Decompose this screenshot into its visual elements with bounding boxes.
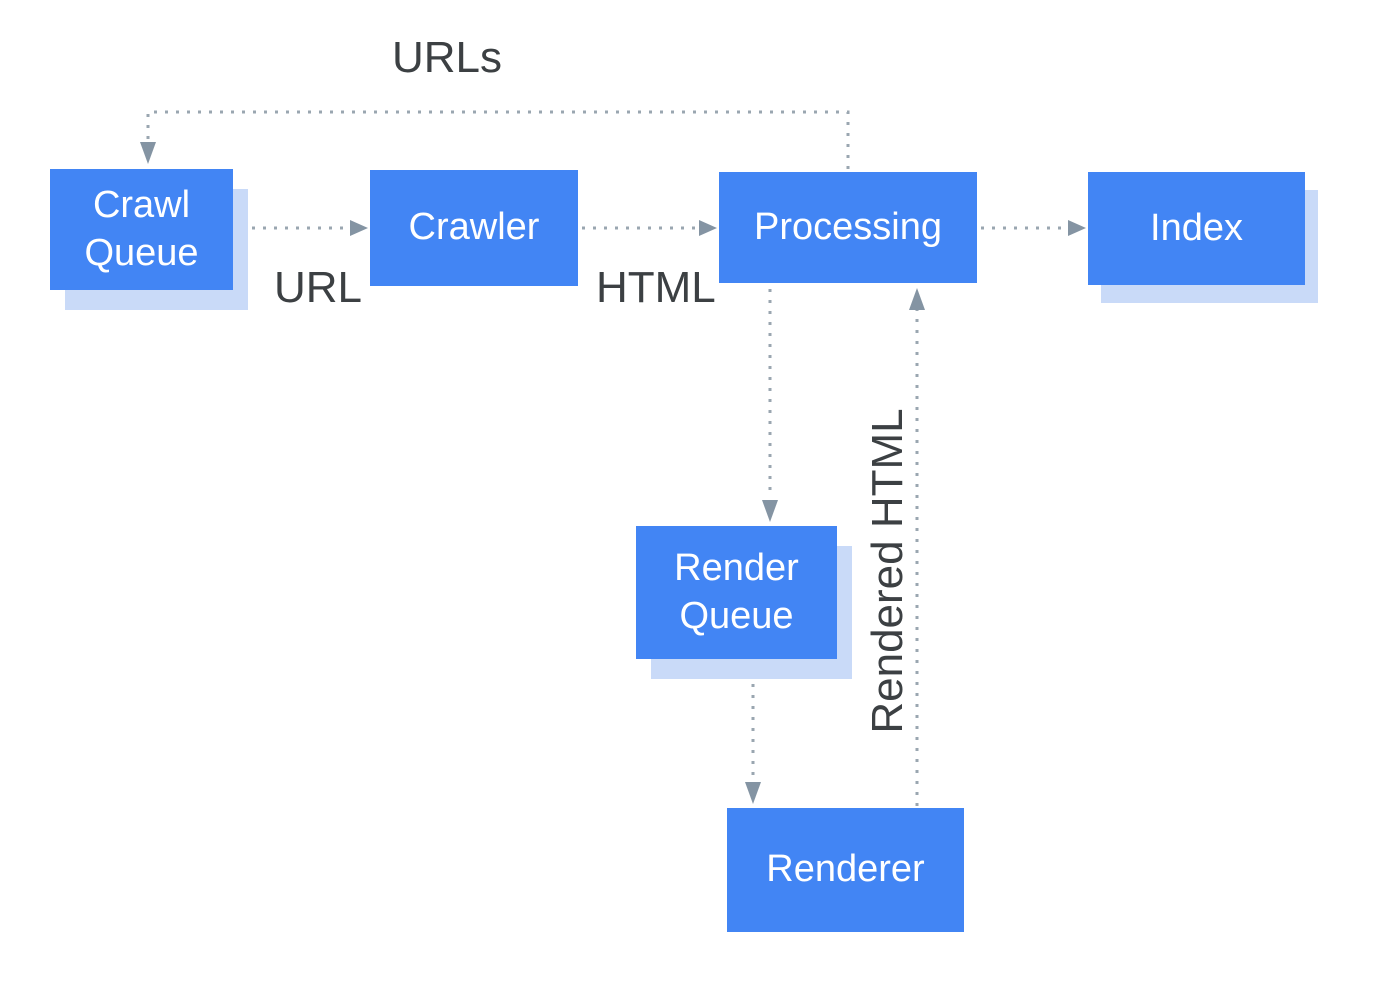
edge-processing-to-crawl-queue-arrowhead-icon <box>140 142 156 164</box>
node-crawler-label: Crawler <box>408 206 540 249</box>
node-crawl-queue: Crawl Queue <box>50 169 233 290</box>
node-processing-label: Processing <box>754 205 942 248</box>
node-processing: Processing <box>719 172 977 283</box>
edge-label-rendered-html: Rendered HTML <box>863 408 912 734</box>
edge-label-url: URL <box>274 263 363 312</box>
node-index-label: Index <box>1150 206 1243 249</box>
edge-label-urls: URLs <box>392 33 503 82</box>
edge-label-html: HTML <box>596 263 716 312</box>
edge-processing-to-render-queue-arrowhead-icon <box>762 500 778 522</box>
node-render-queue-label: Render Queue <box>674 546 799 637</box>
node-render-queue: Render Queue <box>636 526 837 659</box>
node-renderer-label: Renderer <box>766 848 925 891</box>
edge-processing-to-index-arrowhead-icon <box>1068 220 1086 236</box>
edge-crawler-to-processing-arrowhead-icon <box>699 220 717 236</box>
node-crawler: Crawler <box>370 170 578 286</box>
node-renderer: Renderer <box>727 808 964 932</box>
edge-render-queue-to-renderer-arrowhead-icon <box>745 782 761 804</box>
node-crawl-queue-label: Crawl Queue <box>84 183 199 274</box>
edge-processing-to-crawl-queue-line <box>146 110 850 169</box>
edge-renderer-to-processing-arrowhead-icon <box>909 288 925 310</box>
edge-crawl-queue-to-crawler-arrowhead-icon <box>350 220 368 236</box>
node-index: Index <box>1088 172 1305 285</box>
